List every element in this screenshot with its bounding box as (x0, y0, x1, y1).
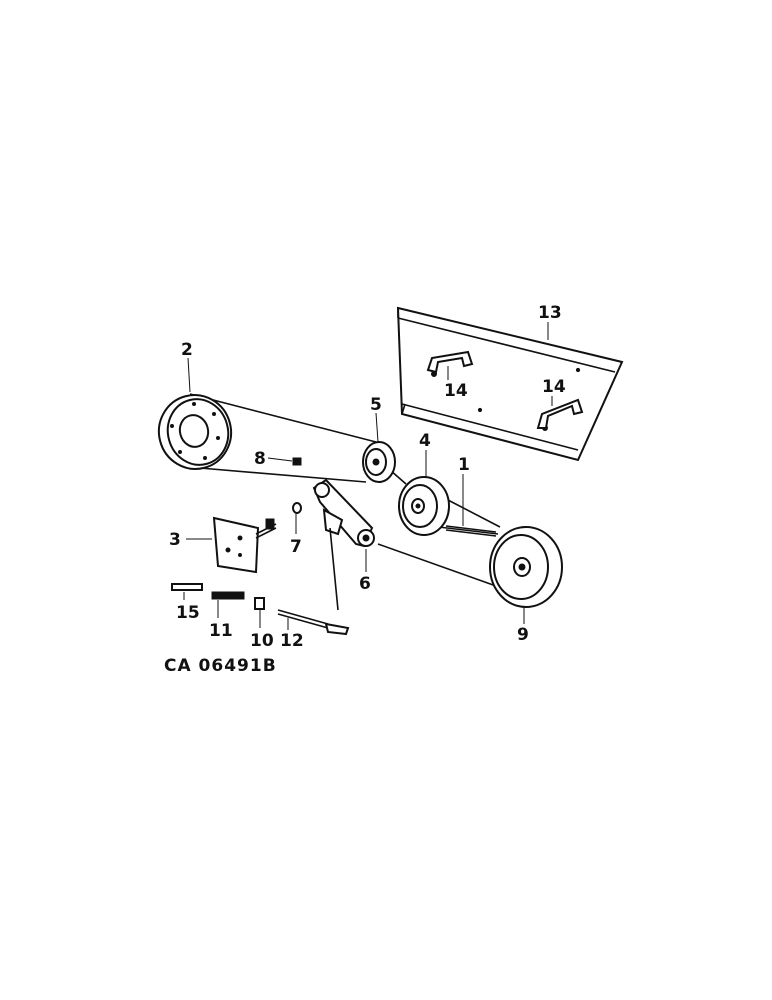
callout-14: 14 (444, 381, 468, 401)
belt-part (445, 525, 497, 537)
large-pulley-part (157, 394, 233, 470)
medium-pulley-part (398, 476, 450, 536)
washer-part (254, 597, 265, 610)
bracket-part (536, 398, 584, 429)
callout-6: 6 (359, 574, 371, 594)
pin-part (171, 583, 203, 591)
leader-lines (183, 322, 553, 630)
callout-1: 1 (458, 455, 470, 475)
nut-part (292, 502, 302, 514)
screw-part (292, 457, 302, 466)
drive-pulley-part (489, 526, 563, 608)
callout-15: 15 (176, 603, 200, 623)
callout-7: 7 (290, 537, 302, 557)
callout-14: 14 (542, 377, 566, 397)
spring-part (211, 591, 245, 600)
drive-belt (189, 393, 501, 587)
callout-10: 10 (250, 631, 274, 651)
figure-code: CA 06491B (164, 656, 277, 676)
callout-13: 13 (538, 303, 562, 323)
callout-4: 4 (419, 431, 431, 451)
shield-panel-part (396, 306, 624, 462)
callout-9: 9 (517, 625, 529, 645)
callout-8: 8 (254, 449, 266, 469)
callout-3: 3 (169, 530, 181, 550)
callout-11: 11 (209, 621, 233, 641)
idler-pulley-part (362, 441, 396, 483)
callout-5: 5 (370, 395, 382, 415)
mounting-plate-part (212, 516, 277, 574)
callout-12: 12 (280, 631, 304, 651)
bracket-part (426, 350, 474, 374)
idler-arm-part (312, 478, 375, 611)
callout-2: 2 (181, 340, 193, 360)
rod-part (277, 609, 350, 636)
callout-labels: 1 2 3 4 5 6 7 8 9 10 11 12 13 14 14 15 (169, 303, 566, 651)
